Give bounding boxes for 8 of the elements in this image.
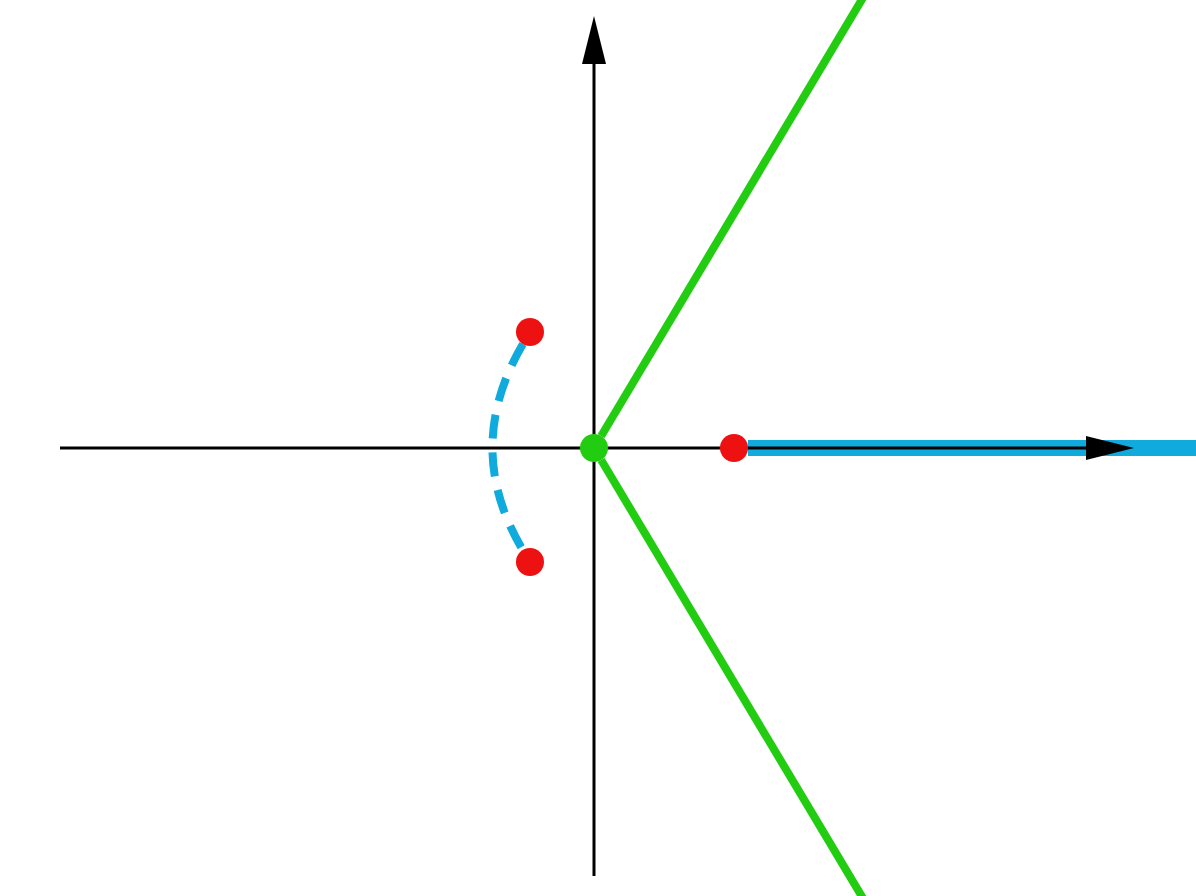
- locus-line: [748, 440, 1196, 456]
- pole-dot: [580, 434, 608, 462]
- pole-dot: [516, 548, 544, 576]
- pole-dot: [720, 434, 748, 462]
- locus-line: [488, 342, 527, 552]
- locus-line: [597, 457, 868, 896]
- pole-dot: [516, 318, 544, 346]
- locus-line: [597, 0, 868, 439]
